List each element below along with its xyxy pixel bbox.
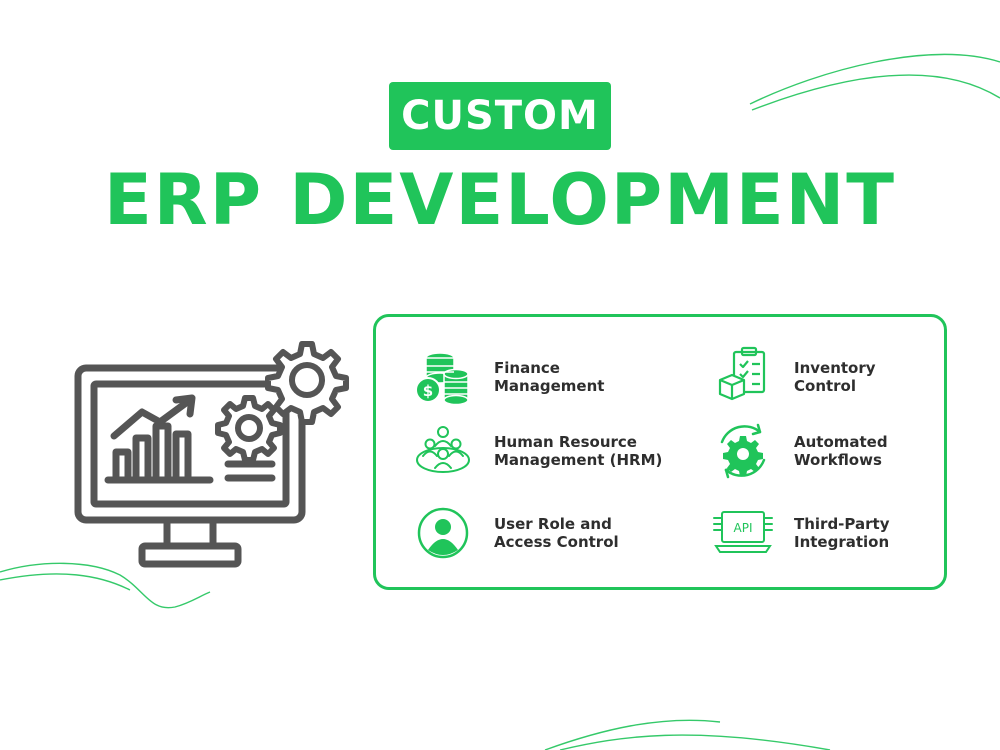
svg-text:$: $ xyxy=(423,382,433,400)
feature-automated-workflows: Automated Workflows xyxy=(712,420,888,482)
feature-user-role-access-control: User Role and Access Control xyxy=(412,502,619,564)
feature-label-line2: Access Control xyxy=(494,533,619,551)
feature-label-line1: Human Resource xyxy=(494,433,637,451)
feature-label-line2: Management (HRM) xyxy=(494,451,663,469)
feature-inventory-control: Inventory Control xyxy=(712,346,876,408)
feature-third-party-integration: API Third-Party Integration xyxy=(712,502,889,564)
coin-stacks-icon: $ xyxy=(415,352,469,406)
monitor-with-growth-chart-and-gears-icon xyxy=(74,341,349,568)
feature-label-line2: Management xyxy=(494,377,605,395)
feature-label-line2: Workflows xyxy=(794,451,882,469)
gear-cycle-icon xyxy=(720,423,766,479)
feature-finance-management: $ Finance Management xyxy=(412,346,604,408)
custom-badge: CUSTOM xyxy=(389,82,611,150)
features-card xyxy=(373,314,947,590)
api-chip-icon: API xyxy=(713,511,773,553)
feature-label-line1: Finance xyxy=(494,359,560,377)
feature-label-line1: Inventory xyxy=(794,359,876,377)
page-title: ERP DEVELOPMENT xyxy=(103,159,897,241)
clipboard-boxes-icon xyxy=(718,346,766,401)
svg-text:API: API xyxy=(734,521,753,535)
user-avatar-icon xyxy=(417,507,469,559)
badge-text: CUSTOM xyxy=(401,93,599,139)
feature-label-line2: Integration xyxy=(794,533,890,551)
feature-human-resource-management: Human Resource Management (HRM) xyxy=(412,420,662,482)
feature-label-line1: Third-Party xyxy=(794,515,890,533)
team-group-icon xyxy=(416,426,470,473)
feature-label-line1: User Role and xyxy=(494,515,612,533)
feature-label-line2: Control xyxy=(794,377,857,395)
feature-label-line1: Automated xyxy=(794,433,888,451)
